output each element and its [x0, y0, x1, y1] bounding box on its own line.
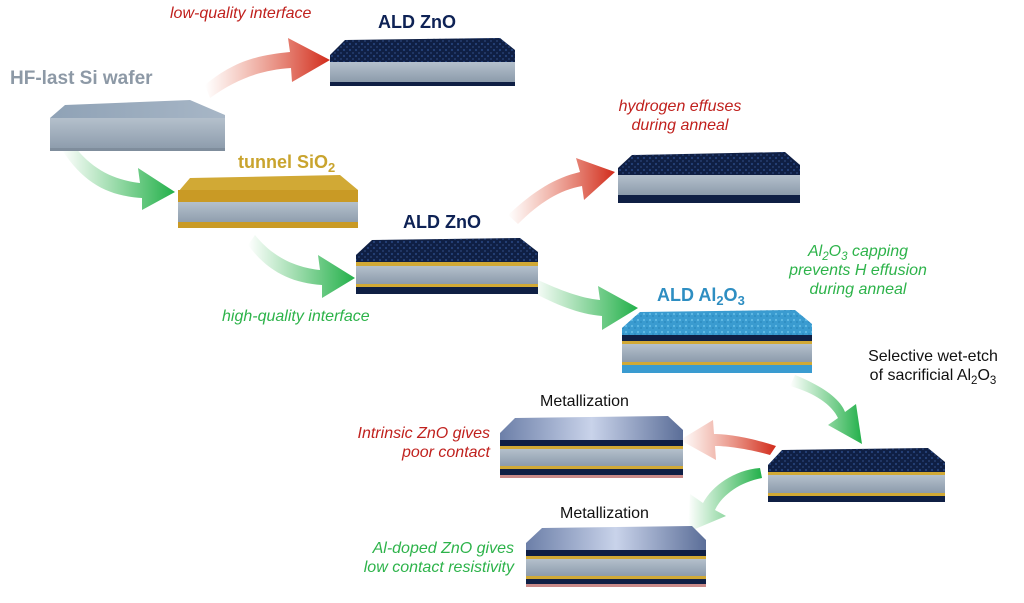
- arrow-hydrogen-effuse: [508, 158, 615, 224]
- stack-tunnel-sio2: [178, 175, 358, 228]
- label-al2o3-capping: Al2O3 capping prevents H effusion during…: [789, 243, 927, 298]
- label-high-quality-interface: high-quality interface: [222, 308, 370, 325]
- label-selective-etch: Selective wet-etch of sacrificial Al2O3: [868, 348, 998, 387]
- stack-ald-zno-mid: [356, 238, 538, 294]
- label-metallization-bottom: Metallization: [560, 505, 649, 522]
- arrow-to-al2o3: [532, 280, 638, 330]
- stack-ald-al2o3: [622, 310, 812, 373]
- stack-metallization-al-doped: [526, 526, 706, 587]
- stack-metallization-intrinsic: [500, 416, 683, 478]
- label-ald-zno-top: ALD ZnO: [378, 12, 456, 32]
- label-ald-zno-mid: ALD ZnO: [403, 212, 481, 232]
- arrow-to-ald-zno: [248, 235, 355, 298]
- label-ald-al2o3: ALD Al2O3: [657, 285, 745, 309]
- label-metallization-top: Metallization: [540, 393, 629, 410]
- label-intrinsic-zno: Intrinsic ZnO gives poor contact: [357, 425, 490, 461]
- arrow-to-etch: [790, 375, 862, 444]
- stack-hydrogen-effused: [618, 152, 800, 203]
- label-low-quality-interface: low-quality interface: [170, 5, 312, 22]
- stack-hf-si-wafer: [50, 100, 225, 151]
- label-hydrogen-effuses: hydrogen effuses during anneal: [618, 98, 742, 134]
- stack-after-etch: [768, 448, 945, 502]
- label-al-doped-zno: Al-doped ZnO gives low contact resistivi…: [363, 540, 514, 576]
- arrow-to-tunnel-oxide: [62, 140, 175, 210]
- label-tunnel-sio2: tunnel SiO2: [238, 152, 336, 176]
- stack-ald-zno-top: [330, 38, 515, 86]
- arrow-al-doped: [688, 468, 762, 532]
- label-hf-si-wafer: HF-last Si wafer: [10, 68, 153, 89]
- arrow-intrinsic: [680, 420, 776, 460]
- arrow-low-quality: [205, 38, 330, 98]
